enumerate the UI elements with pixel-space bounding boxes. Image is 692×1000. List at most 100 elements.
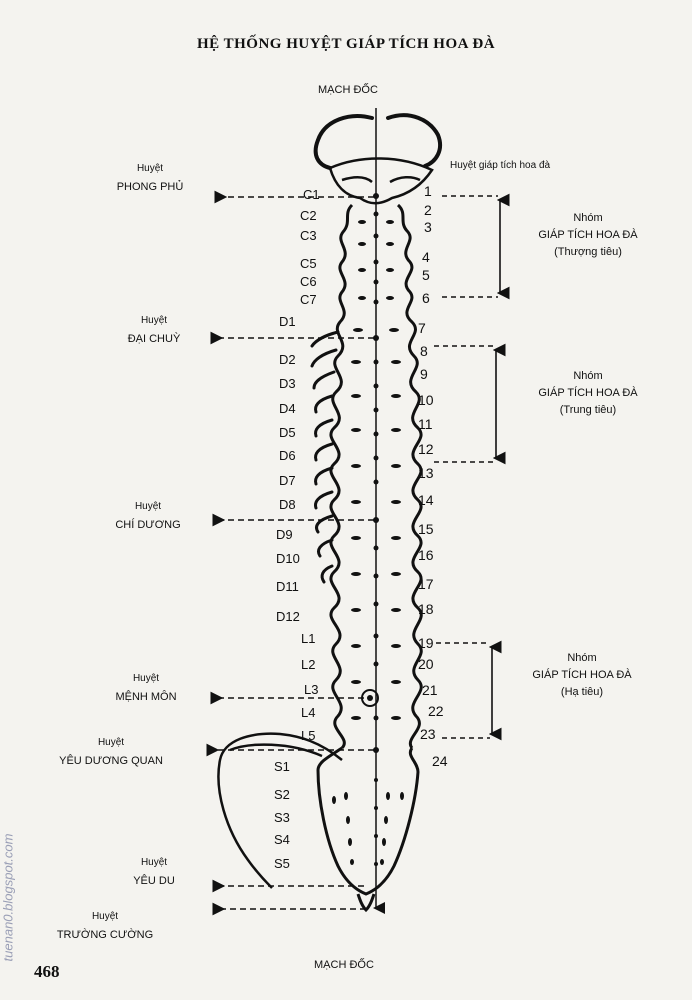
group-thuong-tieu: Nhóm GIÁP TÍCH HOA ĐÀ (Thượng tiêu) bbox=[518, 210, 658, 261]
right-header: Huyệt giáp tích hoa đà bbox=[450, 160, 551, 171]
acupoint-truong-cuong: Huyệt TRƯỜNG CƯỜNG bbox=[40, 908, 170, 944]
acupoint-chi-duong: Huyệt CHÍ DƯƠNG bbox=[90, 498, 206, 534]
group-title: Nhóm bbox=[573, 212, 603, 224]
point-number: 16 bbox=[418, 547, 434, 563]
midline-points bbox=[373, 193, 379, 866]
acupoint-menh-mon: Huyệt MỆNH MÔN bbox=[88, 670, 204, 706]
acupoint-name: Huyệt bbox=[91, 911, 119, 922]
acupoint-name: Huyệt bbox=[132, 673, 160, 684]
point-number: 6 bbox=[422, 290, 430, 306]
point-number: 13 bbox=[418, 465, 434, 481]
point-number: 8 bbox=[420, 343, 428, 359]
acupoint-point: TRƯỜNG CƯỜNG bbox=[56, 929, 154, 941]
page-number: 468 bbox=[34, 962, 60, 981]
spine-left-outline bbox=[329, 203, 354, 750]
vertebra-label: D7 bbox=[279, 473, 296, 488]
point-number: 18 bbox=[418, 601, 434, 617]
vertebra-label: D12 bbox=[276, 609, 300, 624]
rib-stubs bbox=[310, 330, 340, 584]
acupoint-point: ĐẠI CHUỲ bbox=[127, 333, 181, 345]
acupoint-point: CHÍ DƯƠNG bbox=[115, 519, 181, 531]
point-number: 4 bbox=[422, 249, 430, 265]
group-brackets bbox=[434, 193, 510, 741]
vertebra-label: D6 bbox=[279, 448, 296, 463]
acupoint-dai-chuy: Huyệt ĐẠI CHUỲ bbox=[96, 312, 212, 348]
sacral-foramina bbox=[332, 792, 404, 865]
vertebra-label: D8 bbox=[279, 497, 296, 512]
spine-right-outline bbox=[396, 203, 423, 749]
skull-base bbox=[313, 113, 443, 170]
top-label: MẠCH ĐỐC bbox=[318, 84, 378, 96]
vertebra-label: S5 bbox=[274, 856, 290, 871]
vertebra-label: D9 bbox=[276, 527, 293, 542]
acupoint-name: Huyệt bbox=[134, 501, 162, 512]
vertebral-marks bbox=[351, 220, 401, 720]
point-number: 9 bbox=[420, 366, 428, 382]
point-number: 2 bbox=[424, 202, 432, 218]
acupoint-point: MỆNH MÔN bbox=[115, 691, 177, 703]
point-number: 1 bbox=[424, 183, 432, 199]
group-title: Nhóm bbox=[573, 370, 603, 382]
watermark: tuenan0.blogspot.com bbox=[0, 833, 16, 962]
point-number: 15 bbox=[418, 521, 434, 537]
bottom-label: MẠCH ĐỐC bbox=[314, 959, 374, 971]
group-sub: (Thượng tiêu) bbox=[554, 246, 622, 258]
vertebra-label: D10 bbox=[276, 551, 300, 566]
group-ha-tieu: Nhóm GIÁP TÍCH HOA ĐÀ (Hạ tiêu) bbox=[512, 650, 652, 701]
iliac-wing bbox=[217, 732, 343, 889]
point-number: 20 bbox=[418, 656, 434, 672]
point-number: 10 bbox=[418, 392, 434, 408]
atlas-vertebra bbox=[328, 157, 434, 205]
vertebra-label: C7 bbox=[300, 292, 317, 307]
vertebra-label: D11 bbox=[276, 579, 299, 594]
point-number: 7 bbox=[418, 320, 426, 336]
iliac-crest bbox=[229, 743, 323, 758]
vertebra-label: S1 bbox=[274, 759, 290, 774]
group-name: GIÁP TÍCH HOA ĐÀ bbox=[538, 387, 638, 399]
group-title: Nhóm bbox=[567, 652, 597, 664]
point-number: 14 bbox=[418, 492, 434, 508]
vertebra-label: L5 bbox=[301, 728, 316, 743]
acupoint-name: Huyệt bbox=[140, 857, 168, 868]
point-number: 22 bbox=[428, 703, 444, 719]
group-sub: (Hạ tiêu) bbox=[560, 686, 604, 698]
acupoint-point: YÊU DU bbox=[133, 875, 175, 887]
vertebra-label: D4 bbox=[279, 401, 296, 416]
vertebra-label: D5 bbox=[279, 425, 296, 440]
vertebra-label: C3 bbox=[300, 228, 317, 243]
group-trung-tieu: Nhóm GIÁP TÍCH HOA ĐÀ (Trung tiêu) bbox=[518, 368, 658, 419]
vertebra-label: S3 bbox=[274, 810, 290, 825]
acupoint-phong-phu: Huyệt PHONG PHỦ bbox=[92, 160, 208, 196]
point-number: 17 bbox=[418, 576, 434, 592]
sacrum bbox=[316, 746, 420, 896]
point-number: 12 bbox=[418, 441, 434, 457]
page-title: HỆ THỐNG HUYỆT GIÁP TÍCH HOA ĐÀ bbox=[196, 36, 496, 52]
coccyx bbox=[356, 893, 376, 913]
group-sub: (Trung tiêu) bbox=[559, 404, 617, 416]
group-name: GIÁP TÍCH HOA ĐÀ bbox=[532, 669, 632, 681]
vertebra-label: S4 bbox=[274, 832, 290, 847]
acupoint-yeu-du: Huyệt YÊU DU bbox=[104, 854, 204, 890]
point-number: 21 bbox=[422, 682, 438, 698]
vertebra-label: C6 bbox=[300, 274, 317, 289]
point-number: 5 bbox=[422, 267, 430, 283]
vertebra-label: C1 bbox=[303, 187, 320, 202]
vertebra-label: D1 bbox=[279, 314, 296, 329]
point-number: 24 bbox=[432, 753, 448, 769]
vertebra-label: L2 bbox=[301, 657, 316, 672]
vertebra-label: C5 bbox=[300, 256, 317, 271]
vertebra-label: C2 bbox=[300, 208, 317, 223]
acupoint-arrows bbox=[206, 190, 374, 916]
acupoint-point: YÊU DƯƠNG QUAN bbox=[59, 755, 163, 767]
group-name: GIÁP TÍCH HOA ĐÀ bbox=[538, 229, 638, 241]
acupoint-yeu-duong-quan: Huyệt YÊU DƯƠNG QUAN bbox=[36, 734, 186, 770]
vertebra-label: L1 bbox=[301, 631, 316, 646]
acupoint-point: PHONG PHỦ bbox=[116, 181, 184, 193]
point-number: 3 bbox=[424, 219, 432, 235]
vertebra-label: D2 bbox=[279, 352, 296, 367]
vertebra-label: L3 bbox=[304, 682, 319, 697]
acupoint-name: Huyệt bbox=[140, 315, 168, 326]
acupoint-name: Huyệt bbox=[97, 737, 125, 748]
vertebra-label: D3 bbox=[279, 376, 296, 391]
